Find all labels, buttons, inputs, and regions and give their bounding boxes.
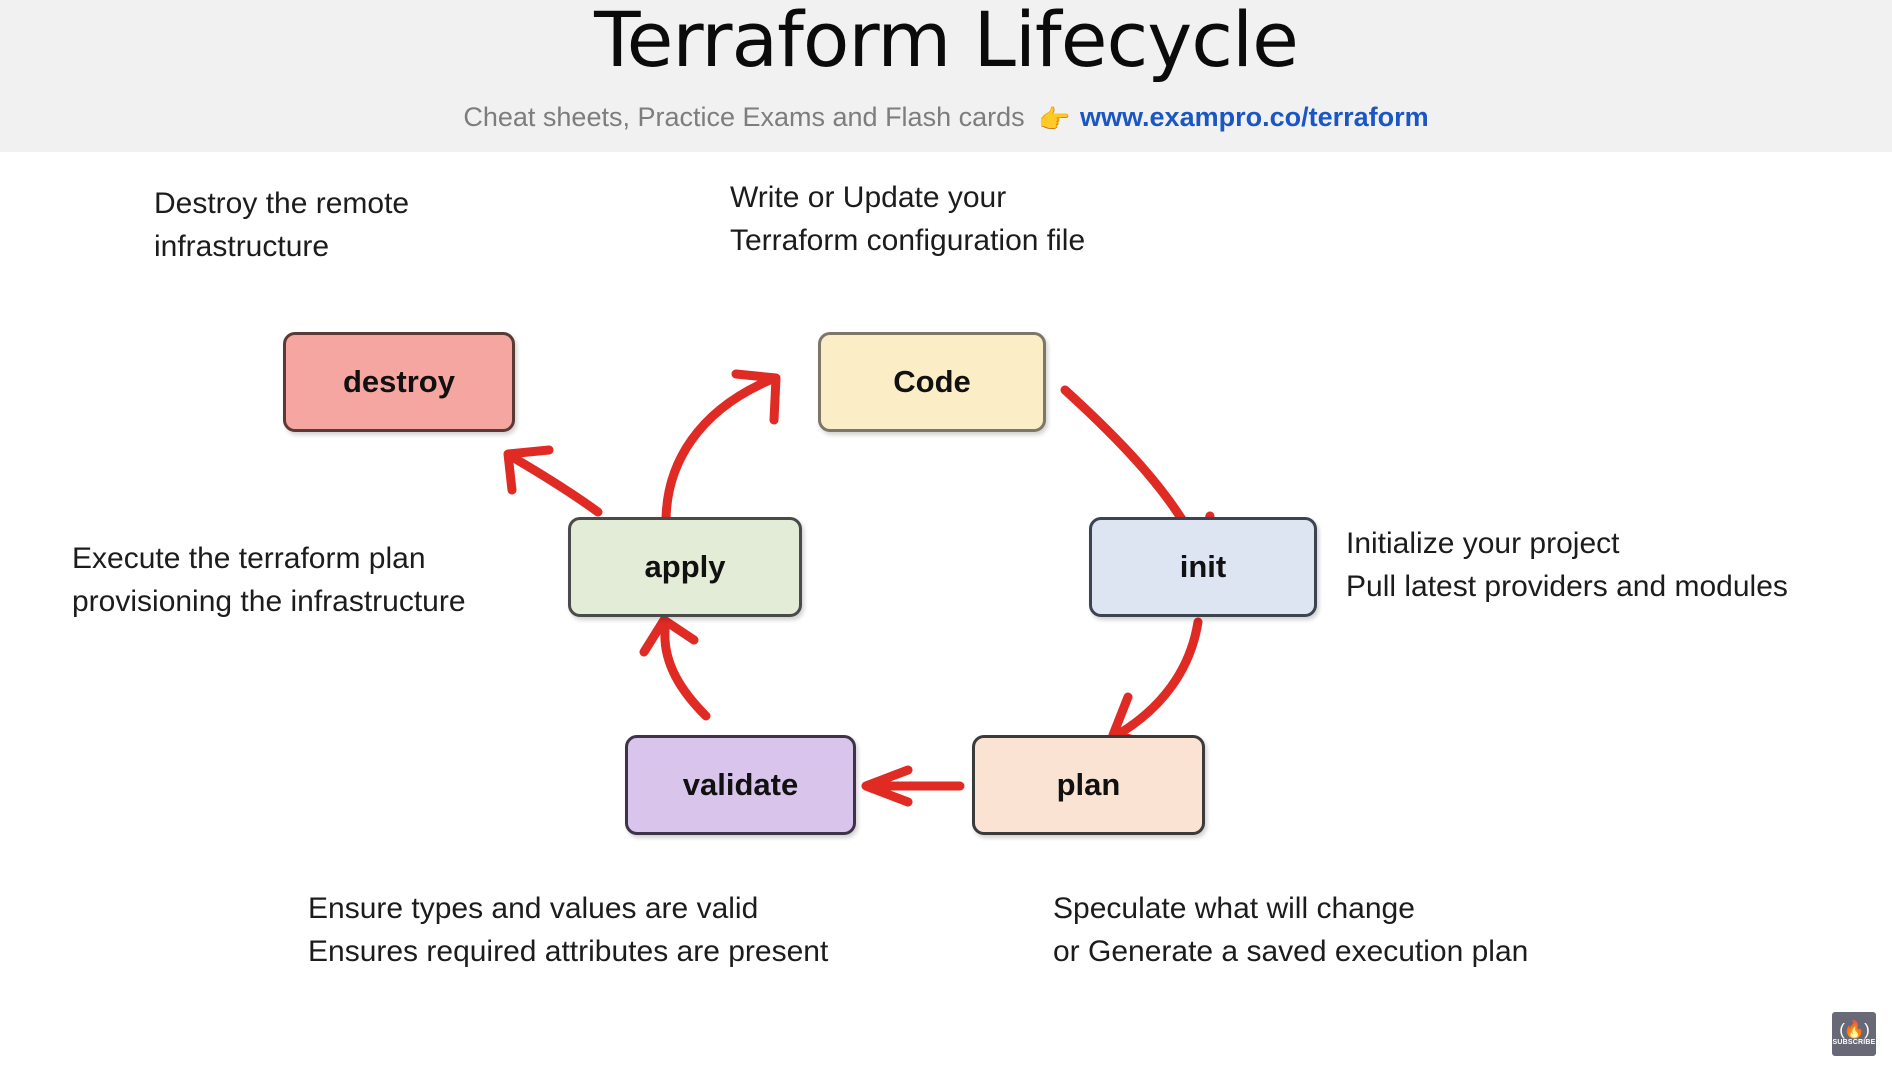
arrow-apply-to-destroy (503, 445, 603, 517)
description-code: Write or Update your Terraform configura… (730, 181, 1086, 257)
node-code[interactable]: Code (818, 332, 1046, 432)
node-plan[interactable]: plan (972, 735, 1205, 835)
node-apply[interactable]: apply (568, 517, 802, 617)
description-plan: Speculate what will change or Generate a… (1053, 892, 1529, 968)
exampro-url-link[interactable]: www.exampro.co/terraform (1080, 102, 1429, 132)
arrow-validate-to-apply (639, 615, 711, 721)
node-validate[interactable]: validate (625, 735, 856, 835)
subscribe-watermark[interactable]: (🔥) SUBSCRIBE (1832, 1012, 1876, 1056)
page-title: Terraform Lifecycle (594, 0, 1299, 84)
terraform-lifecycle-diagram: destroy Code init plan validate apply De… (0, 152, 1892, 1066)
arrow-apply-to-code (661, 369, 781, 527)
subscribe-label: SUBSCRIBE (1832, 1039, 1876, 1046)
arrow-plan-to-validate (861, 765, 965, 807)
node-init[interactable]: init (1089, 517, 1317, 617)
description-destroy: Destroy the remote infrastructure (154, 187, 410, 263)
header-band: Terraform Lifecycle Cheat sheets, Practi… (0, 0, 1892, 153)
pointing-right-icon: 👉 (1038, 104, 1071, 134)
header-subtitle: Cheat sheets, Practice Exams and Flash c… (0, 100, 1892, 136)
node-destroy[interactable]: destroy (283, 332, 515, 432)
description-init: Initialize your project Pull latest prov… (1346, 527, 1788, 603)
subtitle-text: Cheat sheets, Practice Exams and Flash c… (463, 102, 1025, 132)
arrow-init-to-plan (1108, 617, 1203, 749)
flame-logo-icon: (🔥) (1839, 1020, 1869, 1039)
description-validate: Ensure types and values are valid Ensure… (308, 892, 829, 968)
description-apply: Execute the terraform plan provisioning … (72, 542, 466, 618)
